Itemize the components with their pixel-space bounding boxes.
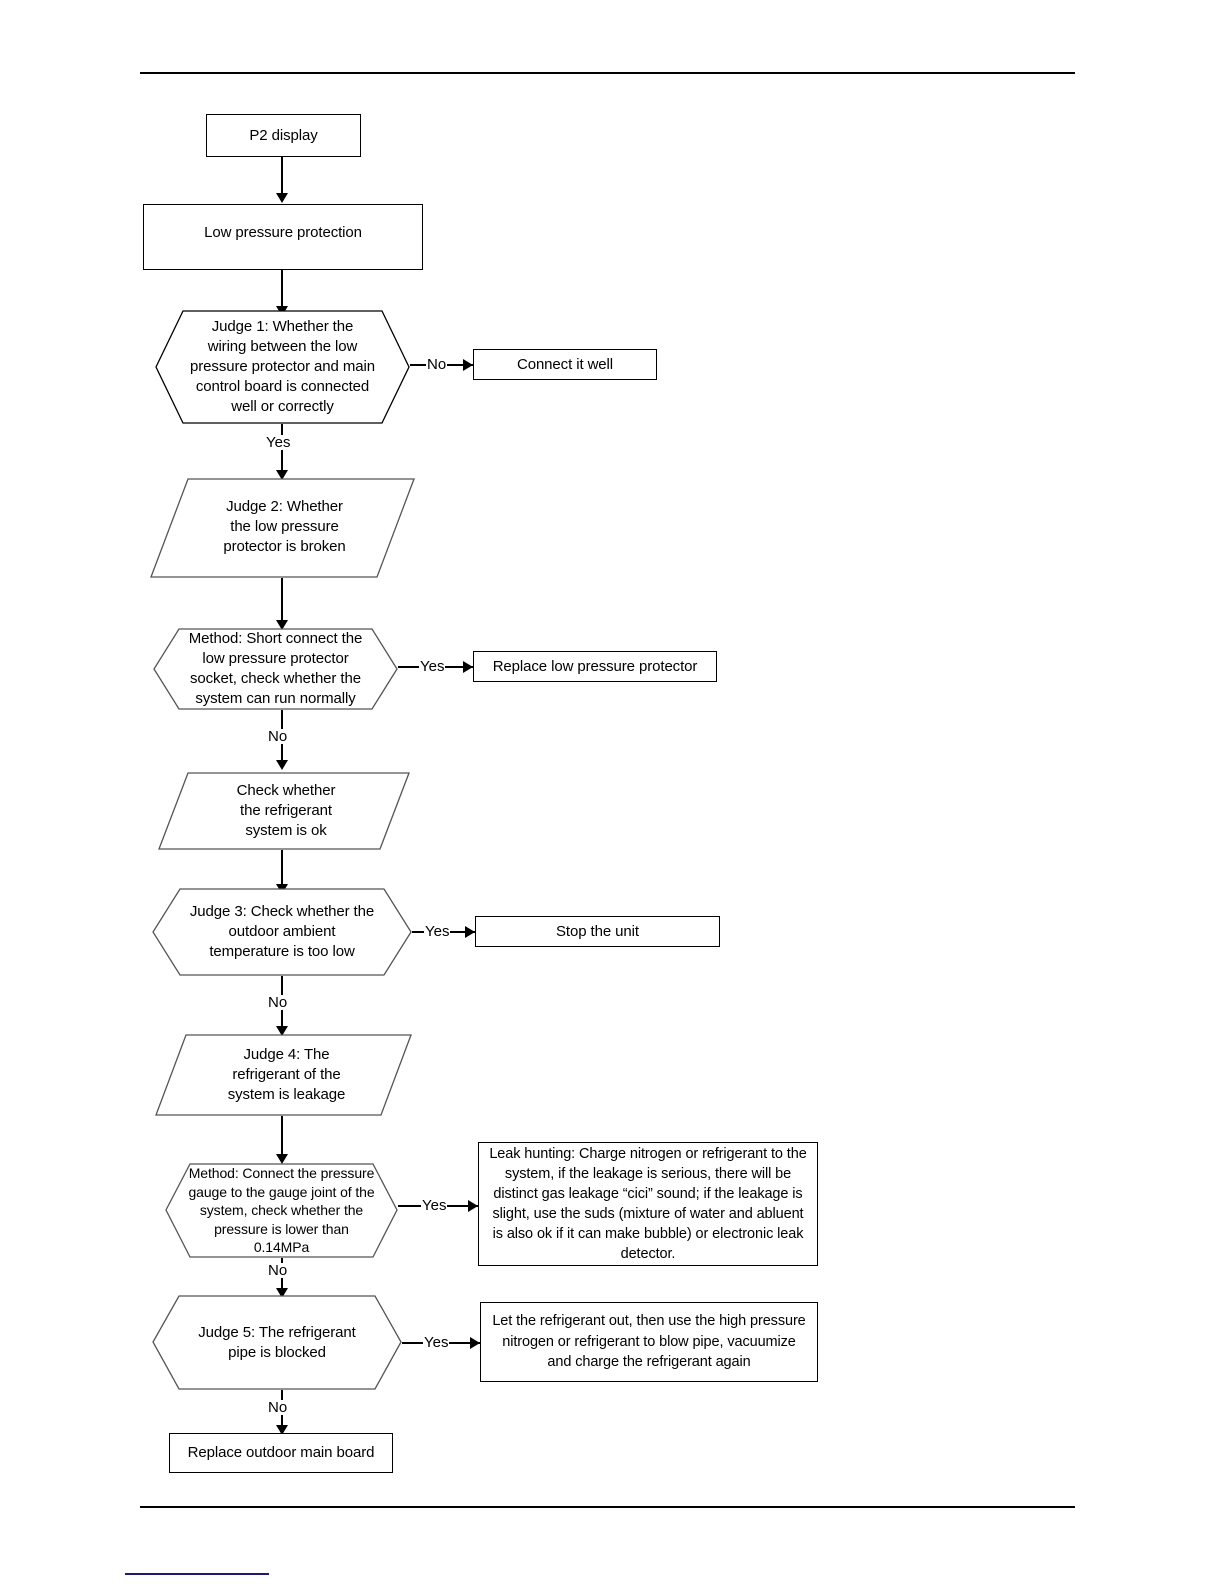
arrowhead-judge4-to-method2 xyxy=(276,1154,288,1164)
arrowhead-judge5-no xyxy=(276,1425,288,1435)
arrowhead-method2-yes xyxy=(468,1200,478,1212)
edge-label-method1-no: No xyxy=(267,728,289,745)
node-stop-the-unit-label: Stop the unit xyxy=(556,922,639,940)
connector-judge4-to-method2 xyxy=(281,1116,283,1158)
node-p2-display-label: P2 display xyxy=(249,126,318,144)
header-rule xyxy=(140,72,1075,74)
node-blow-pipe[interactable]: Let the refrigerant out, then use the hi… xyxy=(480,1302,818,1382)
node-judge5[interactable]: Judge 5: The refrigerant pipe is blocked xyxy=(152,1295,402,1390)
node-replace-outdoor-main-board[interactable]: Replace outdoor main board xyxy=(169,1433,393,1473)
node-low-pressure-protection-label: Low pressure protection xyxy=(204,224,362,242)
connector-judge2-to-method1 xyxy=(281,578,283,624)
parallelogram-shape-check-refrigerant xyxy=(158,772,410,850)
edge-label-method1-yes: Yes xyxy=(419,658,446,675)
node-judge5-label: Judge 5: The refrigerant pipe is blocked xyxy=(198,1323,356,1361)
arrowhead-judge3-no xyxy=(276,1026,288,1036)
node-judge3[interactable]: Judge 3: Check whether the outdoor ambie… xyxy=(152,888,412,976)
node-judge4-label: Judge 4: The refrigerant of the system i… xyxy=(227,1046,346,1103)
edge-label-judge5-yes: Yes xyxy=(423,1334,450,1351)
node-judge3-label: Judge 3: Check whether the outdoor ambie… xyxy=(189,903,375,960)
arrowhead-judge2-to-method1 xyxy=(276,620,288,630)
hexagon-shape-judge1 xyxy=(155,310,410,424)
hexagon-shape-method2 xyxy=(165,1163,398,1258)
footer-rule xyxy=(140,1506,1075,1508)
edge-label-judge1-yes: Yes xyxy=(265,434,292,451)
node-blow-pipe-label: Let the refrigerant out, then use the hi… xyxy=(492,1313,806,1371)
edge-label-judge3-no: No xyxy=(267,994,289,1011)
edge-label-judge5-no: No xyxy=(267,1399,289,1416)
node-judge2-label: Judge 2: Whether the low pressure protec… xyxy=(223,498,346,555)
node-check-refrigerant-system-label: Check whether the refrigerant system is … xyxy=(236,782,336,839)
node-leak-hunting[interactable]: Leak hunting: Charge nitrogen or refrige… xyxy=(478,1142,818,1266)
node-replace-low-pressure-protector[interactable]: Replace low pressure protector xyxy=(473,651,717,682)
arrowhead-judge1-yes xyxy=(276,470,288,480)
edge-label-judge3-yes: Yes xyxy=(424,923,451,940)
hexagon-shape-judge5 xyxy=(152,1295,402,1390)
arrowhead-judge3-yes xyxy=(465,926,475,938)
edge-label-judge1-no: No xyxy=(426,356,448,373)
connector-start-to-fault xyxy=(281,157,283,195)
node-stop-the-unit[interactable]: Stop the unit xyxy=(475,916,720,947)
parallelogram-shape-judge4 xyxy=(155,1034,412,1116)
node-method-short-connect-label: Method: Short connect the low pressure p… xyxy=(188,630,363,707)
parallelogram-shape-judge2 xyxy=(150,478,415,578)
connector-check-to-judge3 xyxy=(281,850,283,890)
node-method-pressure-gauge-label: Method: Connect the pressure gauge to th… xyxy=(188,1164,375,1256)
node-judge4[interactable]: Judge 4: The refrigerant of the system i… xyxy=(155,1034,412,1116)
arrowhead-judge1-no xyxy=(463,359,473,371)
node-low-pressure-protection[interactable]: Low pressure protection xyxy=(143,204,423,270)
hexagon-shape-method1 xyxy=(153,628,398,710)
node-judge1-label: Judge 1: Whether the wiring between the … xyxy=(190,318,375,415)
node-method-short-connect[interactable]: Method: Short connect the low pressure p… xyxy=(153,628,398,710)
node-connect-it-well[interactable]: Connect it well xyxy=(473,349,657,380)
node-p2-display[interactable]: P2 display xyxy=(206,114,361,157)
hexagon-shape-judge3 xyxy=(152,888,412,976)
arrowhead-method2-no xyxy=(276,1288,288,1298)
node-judge2[interactable]: Judge 2: Whether the low pressure protec… xyxy=(150,478,415,578)
node-replace-low-pressure-protector-label: Replace low pressure protector xyxy=(492,657,698,675)
arrowhead-start-to-fault xyxy=(276,193,288,203)
node-leak-hunting-label: Leak hunting: Charge nitrogen or refrige… xyxy=(489,1145,807,1263)
edge-label-method2-no: No xyxy=(267,1262,289,1279)
node-method-pressure-gauge[interactable]: Method: Connect the pressure gauge to th… xyxy=(165,1163,398,1258)
arrowhead-method1-yes xyxy=(463,661,473,673)
arrowhead-judge5-yes xyxy=(470,1337,480,1349)
node-connect-it-well-label: Connect it well xyxy=(516,355,614,373)
edge-label-method2-yes: Yes xyxy=(421,1197,448,1214)
node-check-refrigerant-system[interactable]: Check whether the refrigerant system is … xyxy=(158,772,410,850)
connector-fault-to-judge1 xyxy=(281,270,283,310)
arrowhead-method1-no xyxy=(276,760,288,770)
node-replace-outdoor-main-board-label: Replace outdoor main board xyxy=(187,1444,375,1462)
footer-accent-rule xyxy=(125,1573,269,1575)
node-judge1[interactable]: Judge 1: Whether the wiring between the … xyxy=(155,310,410,424)
